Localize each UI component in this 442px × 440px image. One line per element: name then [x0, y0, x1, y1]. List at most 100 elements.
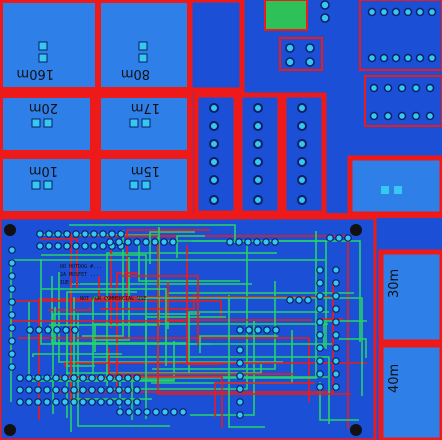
trace — [40, 238, 78, 289]
pad — [286, 296, 294, 304]
pad — [99, 230, 107, 238]
trace — [188, 311, 329, 373]
pad — [133, 386, 141, 394]
pad — [63, 230, 71, 238]
pad — [316, 318, 324, 326]
pad — [62, 326, 70, 334]
pad — [133, 238, 141, 246]
pad — [25, 398, 33, 406]
pad — [236, 411, 244, 419]
pad — [45, 230, 53, 238]
pad — [34, 386, 42, 394]
trace — [94, 257, 130, 341]
pad — [115, 386, 123, 394]
trace — [190, 321, 255, 416]
pad — [316, 292, 324, 300]
trace — [42, 288, 167, 366]
trace — [228, 295, 265, 428]
pad — [170, 408, 178, 416]
pad — [236, 326, 244, 334]
pad — [151, 238, 159, 246]
pad — [106, 386, 114, 394]
pad — [332, 383, 340, 391]
pad — [236, 359, 244, 367]
cell-pads — [31, 41, 151, 190]
pad — [8, 363, 16, 371]
trace — [112, 241, 248, 390]
pad — [179, 408, 187, 416]
band-label-10m: 10m — [29, 163, 58, 178]
pad — [263, 326, 271, 334]
pad — [79, 398, 87, 406]
pad — [106, 398, 114, 406]
pad — [332, 305, 340, 313]
band-label-160m: 160m — [17, 66, 54, 81]
pad — [70, 398, 78, 406]
pad — [8, 298, 16, 306]
pad — [16, 374, 24, 382]
trace — [131, 379, 173, 420]
pad — [106, 374, 114, 382]
pad — [45, 242, 53, 250]
trace — [116, 272, 138, 391]
pad — [70, 374, 78, 382]
trace — [94, 323, 328, 352]
pad — [63, 242, 71, 250]
pad — [152, 408, 160, 416]
pad — [16, 398, 24, 406]
cell-30m — [378, 249, 442, 345]
trace — [108, 348, 294, 375]
pad — [316, 383, 324, 391]
silk-line-2: 2A MOSFET ... — [60, 272, 99, 278]
pad — [226, 238, 234, 246]
pad — [316, 344, 324, 352]
pad — [79, 386, 87, 394]
pad — [124, 386, 132, 394]
pad — [97, 374, 105, 382]
pad — [272, 326, 280, 334]
trace — [152, 281, 276, 370]
pad — [52, 374, 60, 382]
pad — [54, 230, 62, 238]
pad — [169, 238, 177, 246]
pad — [115, 398, 123, 406]
trace — [214, 382, 315, 417]
pad — [335, 234, 343, 242]
trace — [186, 245, 221, 365]
pad — [88, 398, 96, 406]
pad — [8, 311, 16, 319]
pad — [235, 238, 243, 246]
pad — [44, 326, 52, 334]
pad — [81, 242, 89, 250]
trace — [69, 224, 236, 243]
trace — [54, 307, 210, 345]
pad — [16, 386, 24, 394]
pad — [245, 326, 253, 334]
pad — [61, 398, 69, 406]
pad — [236, 372, 244, 380]
pad — [8, 337, 16, 345]
right-zones — [347, 155, 442, 440]
trace — [98, 276, 330, 298]
pad — [81, 230, 89, 238]
relay-cells — [193, 92, 327, 216]
pad — [26, 326, 34, 334]
pad — [8, 259, 16, 267]
top-right-components — [264, 0, 442, 127]
pad — [61, 386, 69, 394]
pad — [262, 238, 270, 246]
pad — [61, 374, 69, 382]
pad — [134, 408, 142, 416]
pad — [124, 238, 132, 246]
pad — [332, 266, 340, 274]
pcb-pads — [8, 230, 352, 419]
pad — [116, 408, 124, 416]
pad — [36, 242, 44, 250]
pad — [316, 279, 324, 287]
pad — [106, 238, 114, 246]
pad — [72, 242, 80, 250]
pad — [8, 285, 16, 293]
pad — [90, 242, 98, 250]
pad — [236, 398, 244, 406]
